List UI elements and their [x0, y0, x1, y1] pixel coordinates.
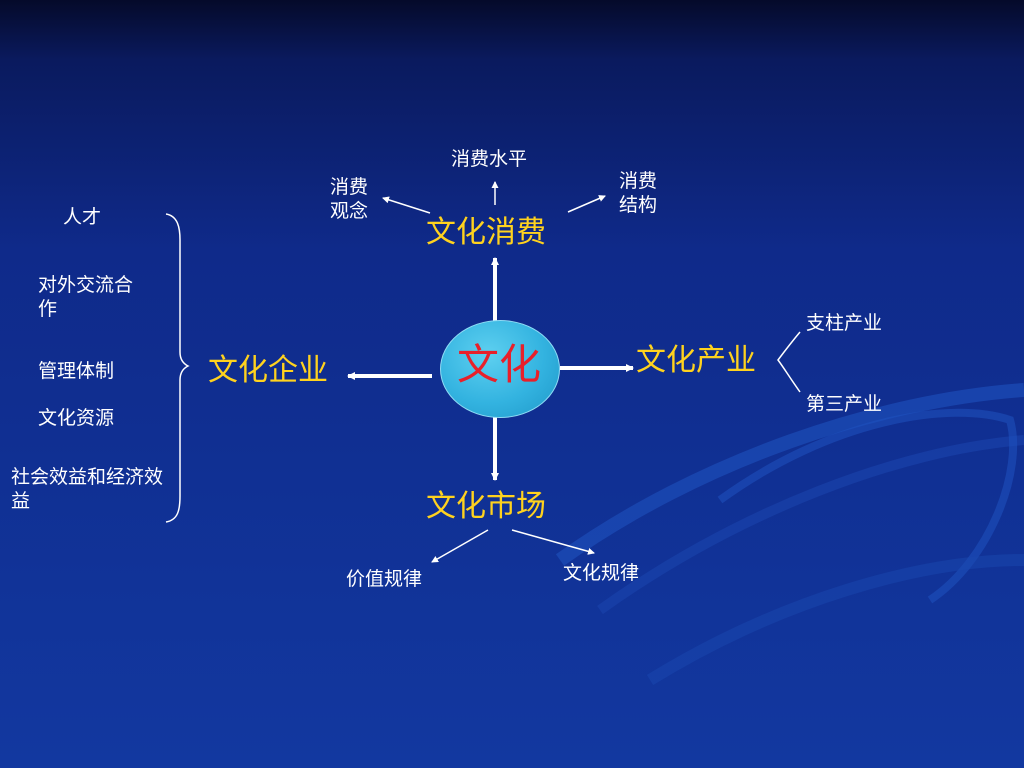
arrow-to-consumption-structure	[567, 195, 606, 213]
left-brace	[165, 213, 190, 523]
leaf-value-law: 价值规律	[346, 568, 423, 590]
branch-right-label: 文化产业	[636, 343, 756, 378]
arrow-to-culture-law	[511, 529, 595, 555]
leaf-pillar-industry: 支柱产业	[806, 312, 883, 334]
center-node	[440, 320, 560, 418]
leaf-consumption-structure: 消费 结构	[619, 170, 658, 216]
center-node-label: 文化	[456, 340, 541, 389]
leaf-cultural-resources: 文化资源	[38, 407, 115, 429]
arrow-to-value-law	[431, 529, 489, 563]
branch-top-label: 文化消费	[426, 215, 546, 250]
arrow-to-consumption-concept	[382, 196, 431, 214]
leaf-external-exchange: 对外交流合作	[38, 274, 134, 320]
leaf-culture-law: 文化规律	[563, 562, 640, 584]
right-brace	[777, 331, 801, 393]
leaf-management-system: 管理体制	[38, 360, 115, 382]
leaf-talent: 人才	[63, 206, 102, 228]
branch-left-label: 文化企业	[208, 353, 328, 388]
leaf-consumption-level: 消费水平	[451, 148, 528, 170]
branch-bottom-label: 文化市场	[426, 489, 546, 524]
leaf-social-economic-benefit: 社会效益和经济效益	[11, 466, 164, 512]
leaf-tertiary-industry: 第三产业	[806, 393, 883, 415]
leaf-consumption-concept: 消费 观念	[330, 176, 369, 222]
